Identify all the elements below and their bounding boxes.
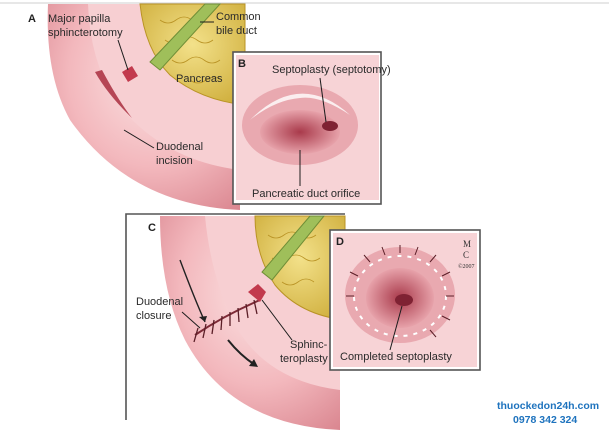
bile-duct-c [261,215,326,281]
label-completed: Completed septoplasty [340,351,452,363]
panel-d-letter: D [336,236,344,248]
leader-incision [123,129,155,149]
panel-c-frame-line [125,213,345,420]
label-papilla-line1: Major papilla [48,13,111,25]
corner-mark-line2: C [463,250,469,260]
corner-mark-line3: ©2007 [458,263,475,270]
label-septoplasty: Septoplasty (septotomy) [272,64,391,76]
watermark-site: thuockedon24h.com [497,400,599,412]
label-closure-line1: Duodenal [136,296,183,308]
panel-b: B Septoplasty (septotomy) Pancreatic duc… [232,51,391,205]
corner-mark: M C ©2007 [458,239,475,270]
septoplasty-opening-fold [250,93,350,120]
leader-closure [181,311,201,329]
label-orifice: Pancreatic duct orifice [252,188,360,200]
bile-duct-a [149,3,222,71]
label-sphinc-line1: Sphinc- [290,339,328,351]
label-incision-line1: Duodenal [156,141,203,153]
duodenal-closure-line [194,299,261,336]
panel-c: C Duodenal closure Sphinc- teroplasty [125,213,346,430]
label-bile-line2: bile duct [216,25,257,37]
closure-arrow-2-head [249,359,258,367]
leader-sphinc [261,299,293,341]
label-sphinc-line2: teroplasty [280,353,328,365]
panel-d: D Completed septoplasty [329,229,481,371]
corner-mark-line1: M [463,239,471,249]
completed-orifice [395,294,413,306]
papilla-a [122,66,138,82]
pancreatic-orifice [322,121,338,131]
label-bile-line1: Common [216,11,261,23]
panel-b-letter: B [238,58,246,70]
leader-completed [389,305,403,351]
sphincteroplasty-site [248,284,266,302]
leader-papilla [117,39,129,71]
label-closure-line2: closure [136,310,171,322]
closure-sutures [193,299,258,343]
label-incision-line2: incision [156,155,193,167]
panel-a: A Major papilla sphincterotomy Common bi… [28,3,261,210]
pancreas-lobules-a [159,16,223,84]
panel-c-letter: C [148,222,156,234]
label-pancreas: Pancreas [176,73,223,85]
completed-suture-knots [346,245,454,338]
panel-a-letter: A [28,13,36,25]
closure-arrow-1-head [199,316,207,322]
leader-septoplasty [319,77,327,123]
watermark-phone: 0978 342 324 [513,414,577,426]
label-papilla-line2: sphincterotomy [48,27,123,39]
septoplasty-hole [260,110,340,154]
duodenal-incision [95,70,132,118]
